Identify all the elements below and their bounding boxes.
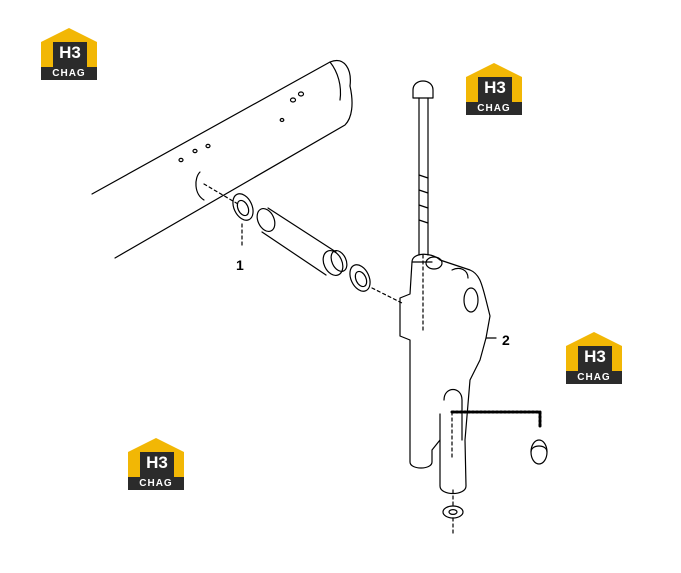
logo-mark: H3 [584, 347, 606, 366]
logo-house-icon [41, 28, 97, 80]
brand-logo: H3 CHAG [41, 28, 97, 80]
logo-mark: H3 [146, 453, 168, 472]
long-bolt [412, 80, 434, 333]
logo-house-icon [466, 63, 522, 115]
bushing-ring-right [349, 264, 405, 305]
pivot-pin [256, 207, 348, 276]
bushing-ring-left [232, 193, 254, 247]
callout-part-1: 1 [236, 257, 244, 273]
brand-logo: H3 CHAG [128, 438, 184, 490]
lever-bracket [399, 253, 497, 495]
bottom-washer [442, 489, 464, 535]
logo-name: CHAG [477, 103, 511, 114]
logo-house-icon [128, 438, 184, 490]
logo-name: CHAG [139, 478, 173, 489]
logo-mark: H3 [59, 43, 81, 62]
logo-name: CHAG [577, 372, 611, 383]
grease-line-path [450, 410, 542, 461]
logo-house-icon [566, 332, 622, 384]
brand-logo: H3 CHAG [466, 63, 522, 115]
callout-part-2: 2 [502, 332, 510, 348]
logo-name: CHAG [52, 68, 86, 79]
logo-mark: H3 [484, 78, 506, 97]
grease-fitting [530, 439, 548, 465]
brand-logo: H3 CHAG [566, 332, 622, 384]
shaft-tube [91, 60, 353, 259]
